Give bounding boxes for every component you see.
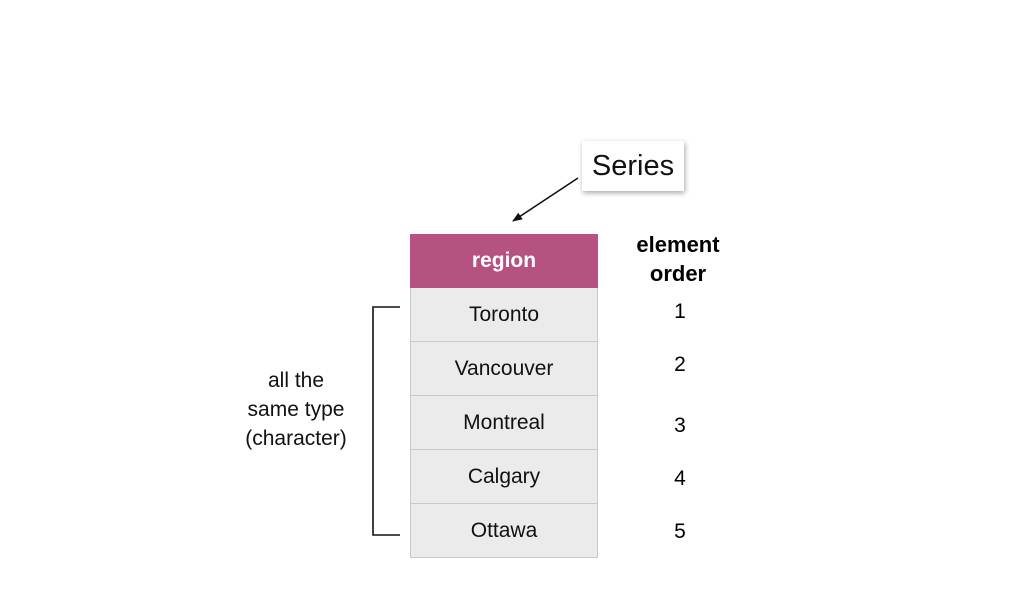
element-order-number: 4 <box>674 467 686 490</box>
same-type-label: all the same type (character) <box>230 366 362 453</box>
callout-arrow <box>512 177 579 222</box>
element-order-number: 3 <box>674 414 686 437</box>
series-table: region Toronto Vancouver Montreal Calgar… <box>410 234 598 558</box>
series-cell: Montreal <box>410 396 598 450</box>
same-type-label-line1: all the <box>267 369 325 392</box>
element-order-header-line1: element <box>636 232 720 257</box>
element-order-header: element order <box>618 230 738 288</box>
series-cell: Ottawa <box>410 504 598 558</box>
series-cell-value: Montreal <box>463 410 545 434</box>
series-header: region <box>410 234 598 288</box>
series-cell-value: Vancouver <box>454 356 554 380</box>
element-order-number: 2 <box>674 353 686 376</box>
series-cell: Calgary <box>410 450 598 504</box>
same-type-label-line3: (character) <box>245 427 347 450</box>
series-cell: Toronto <box>410 288 598 342</box>
same-type-label-line2: same type <box>247 398 345 421</box>
type-bracket <box>372 306 400 536</box>
element-order-header-line2: order <box>649 261 707 286</box>
series-cell-value: Ottawa <box>470 518 538 542</box>
series-callout: Series <box>582 141 684 191</box>
series-cell-value: Toronto <box>468 302 540 326</box>
element-order-number: 5 <box>674 520 686 543</box>
series-callout-label: Series <box>591 149 675 182</box>
series-cell: Vancouver <box>410 342 598 396</box>
element-order-number: 1 <box>674 300 686 323</box>
series-header-label: region <box>471 249 537 272</box>
series-cell-value: Calgary <box>467 464 541 488</box>
